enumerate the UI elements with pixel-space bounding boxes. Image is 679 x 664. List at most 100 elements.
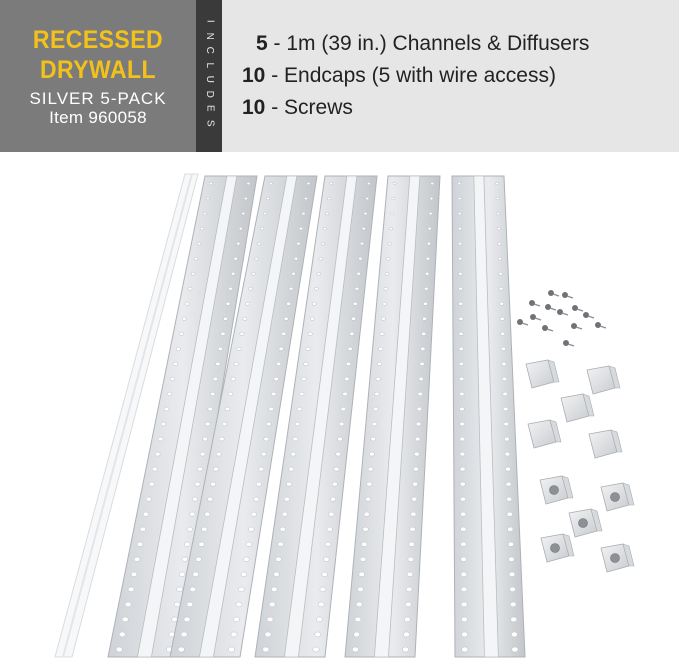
perforation-hole — [291, 271, 296, 276]
perforation-hole — [236, 346, 242, 351]
perforation-hole — [281, 511, 288, 517]
perforation-hole — [224, 406, 231, 412]
screw-head — [562, 292, 568, 298]
perforation-hole — [383, 286, 389, 291]
item-sep: - — [265, 96, 285, 119]
perforation-hole — [412, 481, 418, 487]
perforation-hole — [430, 181, 435, 186]
perforation-hole — [414, 436, 421, 442]
perforation-hole — [386, 256, 391, 261]
screw-shaft — [561, 312, 569, 316]
perforation-hole — [354, 616, 362, 623]
diffuser-strip — [54, 173, 199, 658]
perforation-hole — [413, 466, 419, 472]
list-item: 10 - Endcaps (5 with wire access) — [242, 64, 556, 88]
perforation-hole — [408, 541, 415, 547]
screw-icon — [563, 340, 575, 347]
screw-shaft — [521, 322, 529, 326]
perforation-hole — [409, 526, 416, 532]
perforation-hole — [461, 646, 469, 653]
perforation-hole — [305, 346, 311, 351]
perforation-hole — [457, 196, 462, 201]
perforation-hole — [370, 436, 376, 442]
perforation-hole — [277, 541, 284, 547]
perforation-hole — [268, 406, 274, 412]
includes-letter: N — [204, 32, 216, 40]
perforation-hole — [210, 391, 216, 397]
perforation-hole — [503, 406, 509, 412]
perforation-hole — [142, 511, 149, 517]
perforation-hole — [365, 496, 372, 502]
endcap-side — [610, 429, 623, 453]
perforation-hole — [136, 541, 144, 547]
item-sep: - — [265, 64, 285, 87]
perforation-hole — [499, 316, 505, 321]
perforation-hole — [298, 226, 304, 231]
perforation-hole — [415, 421, 422, 427]
channel-group — [107, 175, 526, 658]
screw-icon — [557, 309, 569, 316]
perforation-hole — [189, 586, 197, 592]
perforation-hole — [260, 226, 265, 231]
perforation-hole — [204, 511, 211, 517]
perforation-hole — [184, 301, 190, 306]
perforation-hole — [251, 271, 256, 276]
perforation-hole — [268, 181, 273, 186]
screw-head — [572, 305, 578, 311]
perforation-hole — [459, 406, 465, 412]
perforation-hole — [371, 421, 378, 427]
endcap-side — [547, 359, 560, 383]
perforation-hole — [417, 391, 423, 397]
perforation-hole — [355, 601, 363, 608]
endcap-wire-access-icon — [568, 508, 603, 538]
perforation-hole — [457, 226, 462, 231]
perforation-hole — [507, 526, 514, 532]
perforation-hole — [233, 361, 239, 366]
perforation-hole — [458, 256, 463, 261]
perforation-hole — [301, 376, 307, 381]
perforation-hole — [212, 376, 218, 381]
screw-shaft — [567, 343, 575, 347]
perforation-hole — [403, 631, 410, 638]
perforation-hole — [130, 571, 138, 577]
item-sep: - — [267, 32, 287, 55]
perforation-hole — [166, 391, 173, 397]
screw-icon — [571, 323, 583, 330]
perforation-hole — [169, 376, 175, 381]
endcap-side — [561, 475, 574, 499]
perforation-hole — [273, 571, 280, 577]
perforation-hole — [349, 331, 355, 336]
perforation-hole — [179, 571, 186, 577]
perforation-hole — [198, 541, 205, 547]
screw-head — [563, 340, 569, 346]
perforation-hole — [497, 241, 502, 246]
perforation-hole — [379, 331, 385, 336]
perforation-hole — [384, 271, 390, 276]
perforation-hole — [145, 496, 152, 502]
perforation-hole — [314, 631, 322, 638]
screw-icon — [595, 322, 607, 329]
perforation-hole — [243, 196, 248, 201]
perforation-hole — [268, 601, 276, 608]
perforation-hole — [356, 271, 361, 276]
perforation-hole — [458, 286, 463, 291]
perforation-hole — [507, 541, 514, 547]
screw-head — [595, 322, 601, 328]
perforation-hole — [460, 526, 467, 532]
endcap-side — [622, 482, 635, 506]
perforation-hole — [118, 631, 126, 638]
wire-hole — [578, 518, 588, 528]
perforation-hole — [460, 586, 468, 592]
channel — [451, 175, 526, 658]
perforation-hole — [323, 556, 330, 562]
perforation-hole — [425, 256, 431, 261]
endcap-side — [590, 508, 603, 532]
perforation-hole — [337, 436, 343, 442]
perforation-hole — [424, 286, 429, 291]
wire-hole — [549, 485, 559, 495]
screw-shaft — [534, 317, 542, 321]
perforation-hole — [420, 346, 426, 351]
screw-icon — [572, 305, 584, 312]
perforation-hole — [416, 406, 423, 412]
perforation-hole — [359, 556, 367, 562]
